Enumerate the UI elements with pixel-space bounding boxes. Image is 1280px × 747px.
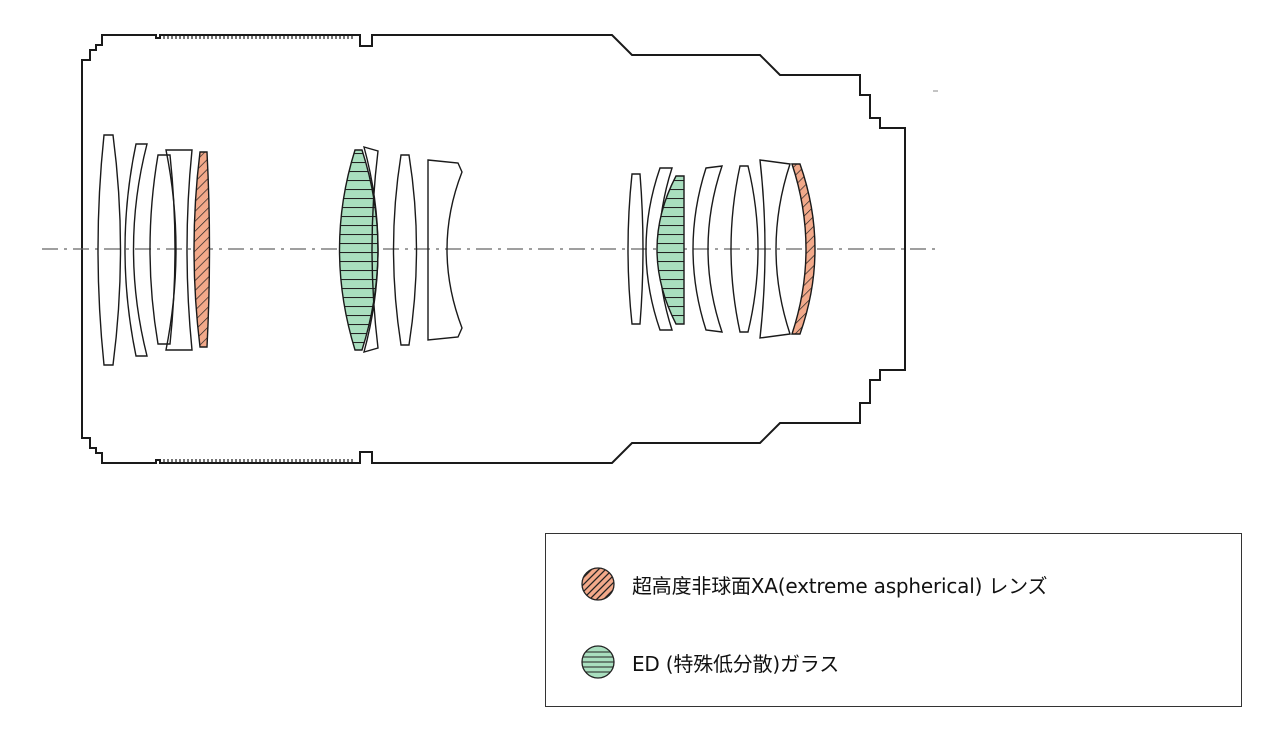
xa-lens-front xyxy=(193,151,211,348)
lens-element-1 xyxy=(97,134,122,366)
lens-element-14 xyxy=(759,159,791,339)
lens-element-6 xyxy=(362,145,379,354)
lens-element-12 xyxy=(692,165,724,333)
xa-lens-rear xyxy=(791,163,816,335)
lens-element-7 xyxy=(392,154,418,346)
middle-lens-group xyxy=(362,145,463,354)
focus-ring-knurling-bottom xyxy=(163,459,353,463)
legend-item-xa: 超高度非球面XA(extreme aspherical) レンズ xyxy=(580,566,1048,602)
legend-label-xa: 超高度非球面XA(extreme aspherical) レンズ xyxy=(632,573,1048,598)
lens-element-4 xyxy=(165,149,193,351)
xa-lens-swatch-icon xyxy=(581,567,615,601)
lens-element-9 xyxy=(627,173,644,325)
rear-lens-group xyxy=(627,159,791,339)
ed-glass-swatch-icon xyxy=(581,645,615,679)
front-lens-group xyxy=(97,134,193,366)
legend-item-ed: ED (特殊低分散)ガラス xyxy=(580,644,839,680)
lens-element-8 xyxy=(427,159,463,341)
ed-lens-rear xyxy=(656,175,685,325)
lens-barrel-outline xyxy=(81,34,906,464)
lens-element-13 xyxy=(730,165,759,333)
legend-box: 超高度非球面XA(extreme aspherical) レンズ ED (特殊低… xyxy=(545,533,1242,707)
lens-element-2 xyxy=(124,143,148,357)
legend-label-ed: ED (特殊低分散)ガラス xyxy=(632,651,839,676)
focus-ring-knurling-top xyxy=(163,35,353,39)
